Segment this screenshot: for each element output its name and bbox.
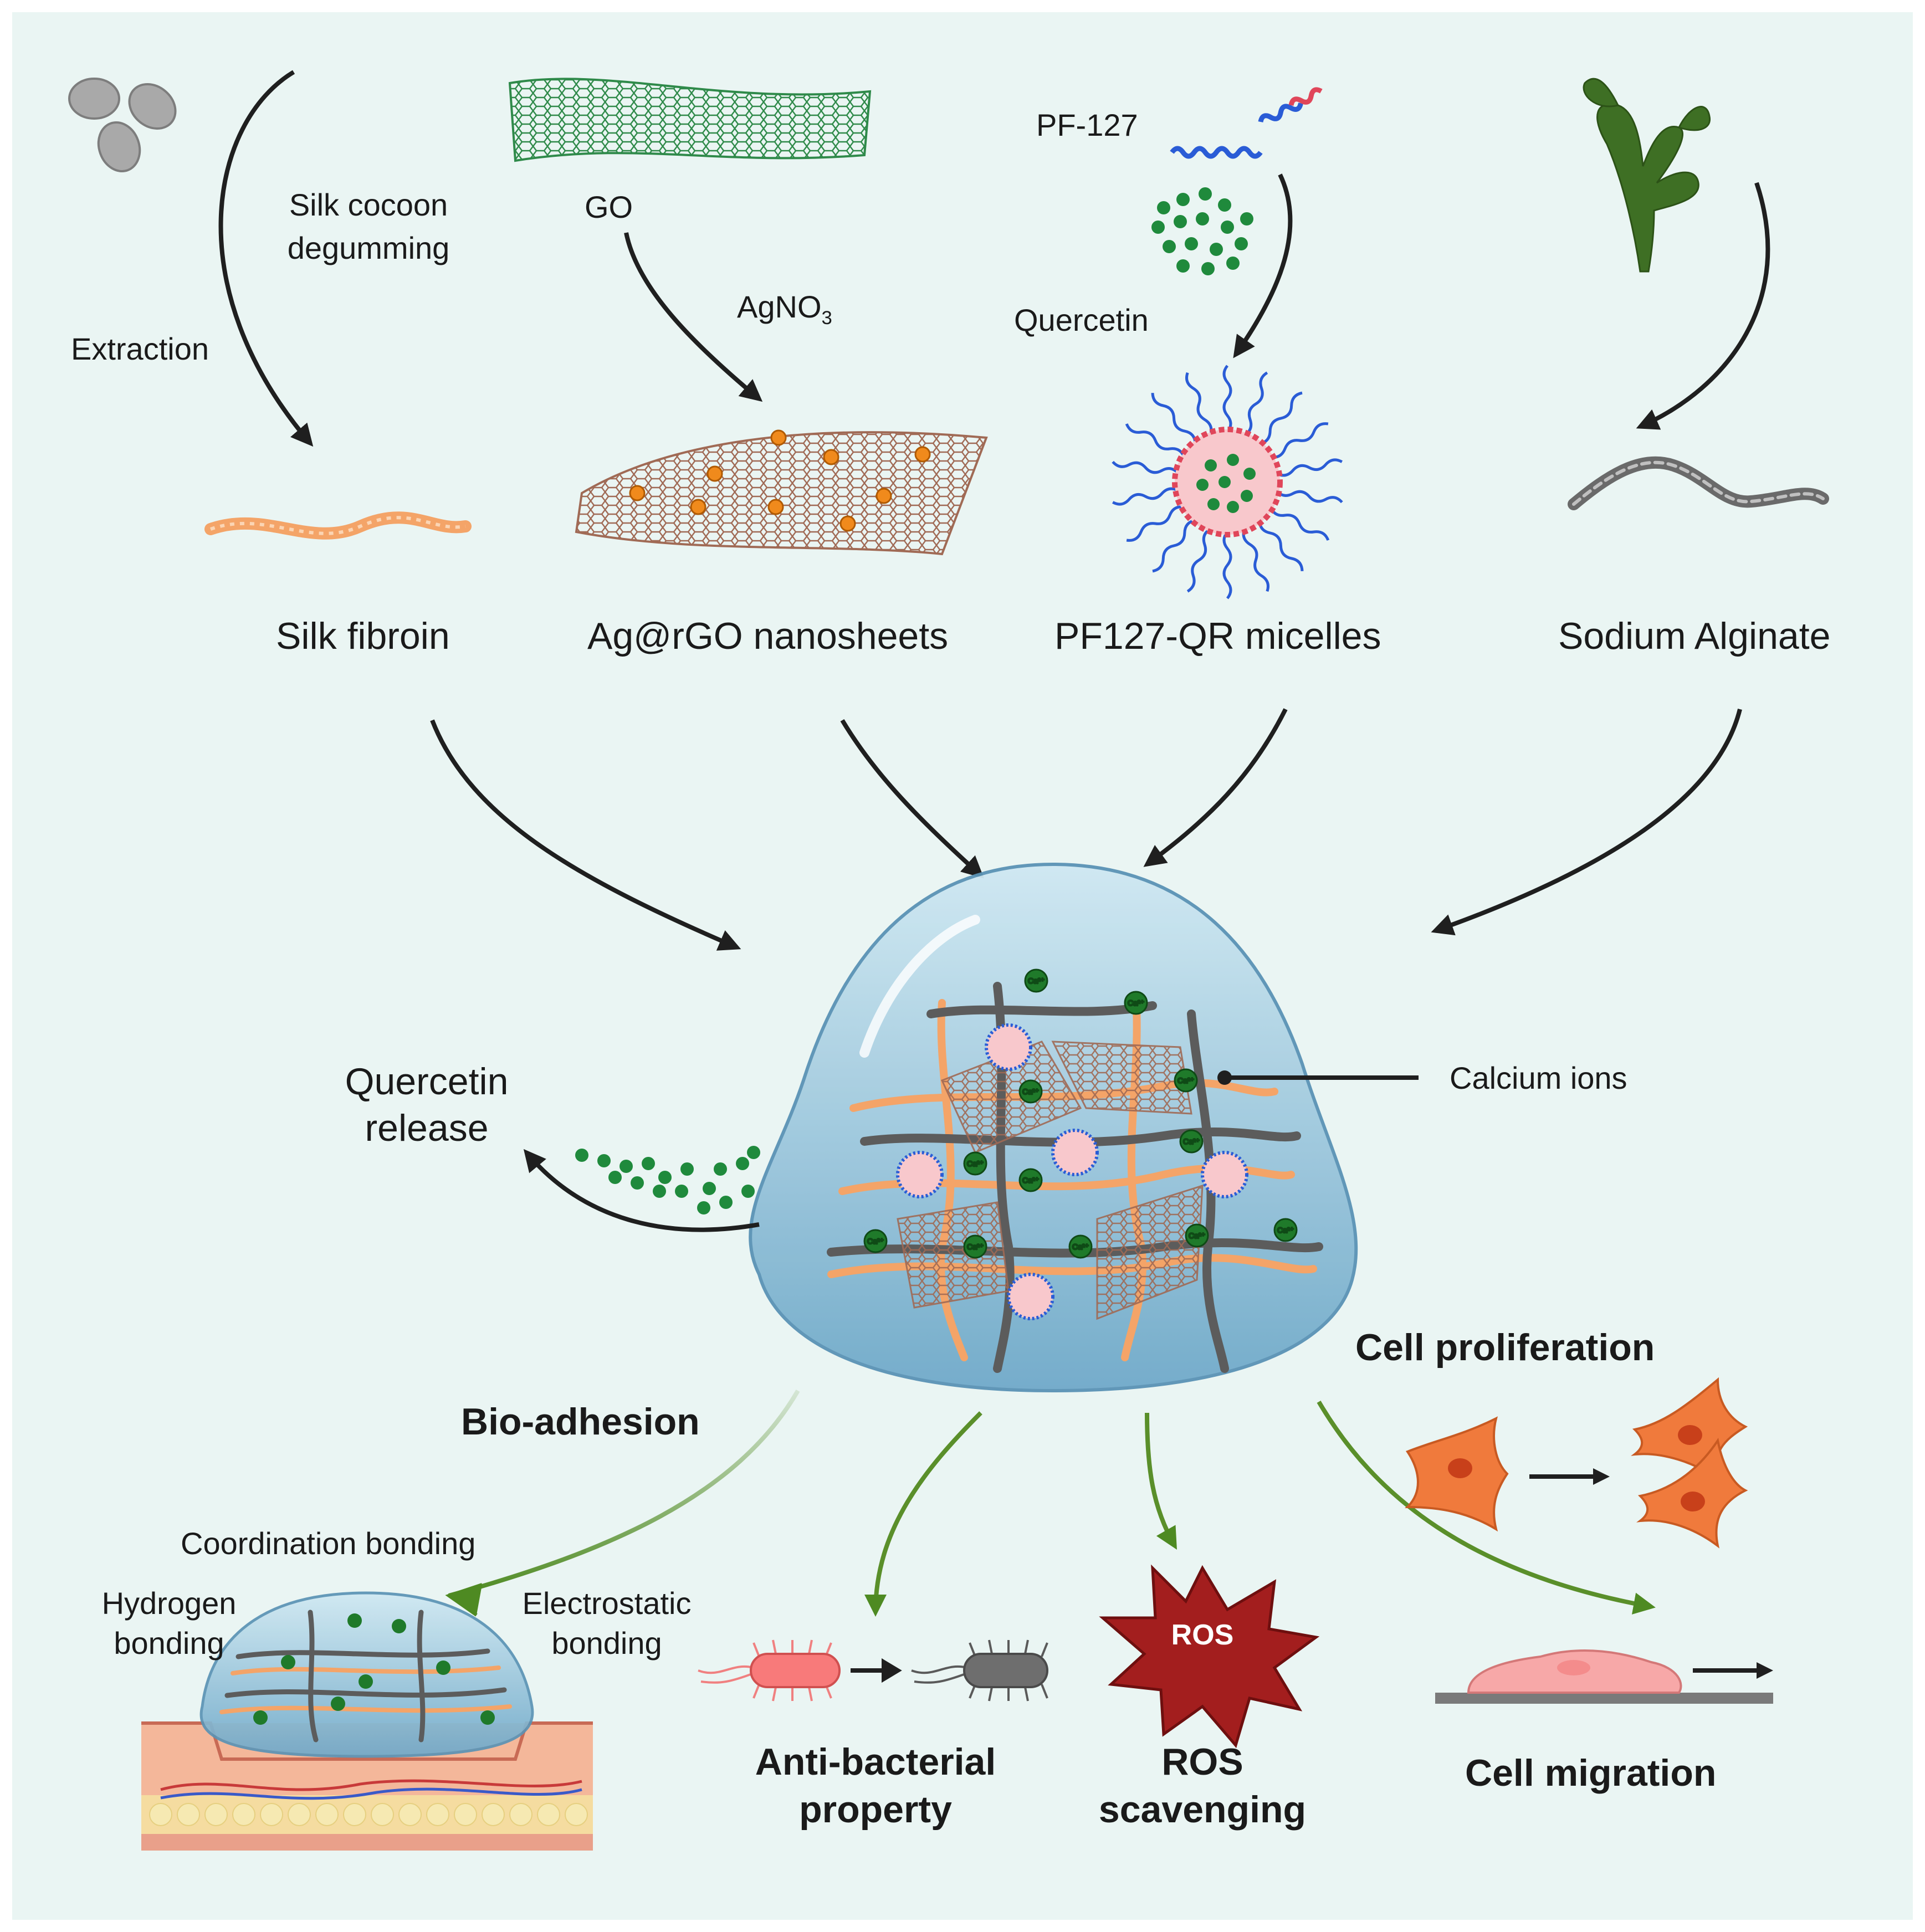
gel-highlight [859, 915, 980, 1058]
silk-cocoons-icon [68, 78, 177, 173]
silk-fibroin-label: Silk fibroin [276, 615, 450, 657]
ros-scavenging-label-2: scavenging [1098, 1788, 1307, 1831]
arrow-to-bioadhesion-line [448, 1389, 800, 1598]
released-quercetin-dots [575, 1146, 760, 1214]
arrow-ag-to-gel [840, 719, 984, 879]
pf127-chain-blue-2 [1258, 103, 1303, 123]
antibacterial-transition-arrow [851, 1658, 902, 1683]
micelle-label: PF127-QR micelles [1054, 615, 1381, 657]
hydrogen-bonding-label-1: Hydrogen [101, 1586, 237, 1621]
silver-nanoparticles [629, 429, 931, 532]
calcium-ion-symbol: Ca²⁺ [967, 1159, 984, 1168]
ros-scavenging-label-1: ROS [1161, 1741, 1243, 1783]
arrow-quercetin-release [523, 1149, 760, 1232]
calcium-ion-symbol: Ca²⁺ [967, 1242, 984, 1251]
calcium-ion-spheres: Ca²⁺ Ca²⁺ Ca²⁺ Ca²⁺ Ca²⁺ Ca²⁺ Ca²⁺ Ca²⁺ Ca²⁺ Ca²⁺… [863, 968, 1298, 1259]
micelle-icon [1112, 365, 1343, 599]
arrow-silk-to-gel [430, 719, 741, 951]
bioadhesion-label: Bio-adhesion [461, 1401, 700, 1443]
calcium-ion-symbol: Ca²⁺ [1022, 1176, 1039, 1185]
live-bacterium-icon [698, 1639, 841, 1702]
quercetin-release-label-2: release [365, 1107, 489, 1149]
calcium-ion-symbol: Ca²⁺ [1277, 1226, 1294, 1234]
arrow-micelle-to-gel [1143, 708, 1288, 867]
silk-fibroin-strand [204, 511, 472, 540]
go-sheet [508, 78, 872, 162]
pf127-label: PF-127 [1036, 107, 1138, 142]
calcium-ion-symbol: Ca²⁺ [1072, 1242, 1089, 1251]
silk-step-3-label: Extraction [71, 331, 209, 366]
cell-proliferation-label: Cell proliferation [1355, 1326, 1655, 1369]
cell-migration-icon [1435, 1649, 1773, 1704]
coordination-bonding-label: Coordination bonding [181, 1526, 476, 1561]
seaweed-icon [1583, 78, 1711, 273]
dead-bacterium-icon [911, 1639, 1048, 1702]
ros-badge-label: ROS [1171, 1619, 1234, 1651]
agno3-label: AgNO3 [737, 288, 832, 330]
arrowhead-bioadhesion [445, 1583, 483, 1617]
arrow-go-to-ag [624, 232, 763, 402]
arrow-to-micelle [1233, 173, 1293, 358]
ros-starburst-icon [1099, 1564, 1320, 1749]
ag-rgo-sheet [575, 431, 988, 556]
calcium-callout-dot [1217, 1070, 1232, 1085]
arrow-silk-extraction [218, 70, 314, 447]
pf127-chain-red [1288, 87, 1323, 106]
agno3-main-text: AgNO [737, 289, 822, 324]
quercetin-label: Quercetin [1014, 303, 1149, 337]
arrow-to-migration [1317, 1400, 1656, 1615]
small-gel-calcium-spheres [253, 1613, 495, 1725]
cell-proliferation-icon [1405, 1377, 1748, 1549]
silk-step-2-label: degumming [287, 230, 450, 265]
cell-migration-label: Cell migration [1465, 1752, 1717, 1794]
go-label: GO [585, 189, 633, 224]
calcium-ion-symbol: Ca²⁺ [1022, 1087, 1039, 1096]
arrow-to-antibacterial [864, 1411, 982, 1617]
electrostatic-bonding-label-2: bonding [551, 1626, 662, 1661]
quercetin-dots [1151, 187, 1253, 275]
calcium-ion-symbol: Ca²⁺ [1183, 1137, 1200, 1146]
arrow-alginate-to-gel [1431, 709, 1742, 936]
calcium-ion-symbol: Ca²⁺ [1177, 1076, 1194, 1085]
calcium-ion-symbol: Ca²⁺ [1028, 976, 1045, 985]
calcium-ions-label: Calcium ions [1450, 1060, 1627, 1095]
arrow-to-ros [1145, 1412, 1177, 1550]
hydrogen-bonding-label-2: bonding [114, 1626, 224, 1661]
agno3-subscript: 3 [821, 308, 832, 329]
calcium-ion-symbol: Ca²⁺ [1189, 1231, 1205, 1240]
alginate-strand [1568, 456, 1829, 510]
pf127-chain-blue [1170, 146, 1263, 159]
sodium-alginate-label: Sodium Alginate [1558, 615, 1831, 657]
gel-micelles [896, 1023, 1248, 1320]
calcium-ion-symbol: Ca²⁺ [1128, 998, 1144, 1007]
arrow-seaweed-to-alginate [1636, 182, 1770, 430]
electrostatic-bonding-label-1: Electrostatic [522, 1586, 692, 1621]
quercetin-release-label-1: Quercetin [345, 1060, 509, 1103]
calcium-ion-symbol: Ca²⁺ [867, 1237, 884, 1246]
silk-step-1-label: Silk cocoon [289, 187, 448, 222]
antibacterial-label-2: property [799, 1788, 952, 1831]
antibacterial-label-1: Anti-bacterial [755, 1741, 996, 1783]
ag-rgo-label: Ag@rGO nanosheets [587, 615, 949, 657]
small-gel-network [219, 1610, 512, 1743]
